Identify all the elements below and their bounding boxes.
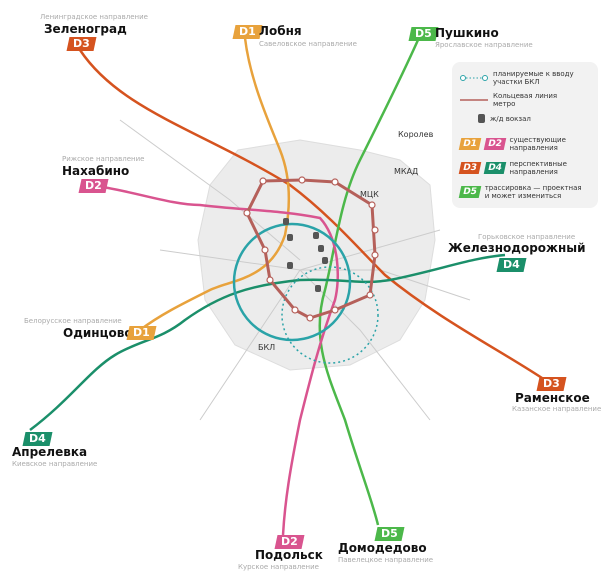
line-d3	[78, 49, 546, 382]
ring-line-icon	[460, 99, 488, 101]
line-d4	[29, 253, 506, 431]
label-mkad: МКАД	[394, 167, 419, 176]
label-bkl: БКЛ	[258, 343, 276, 352]
dotted-line-icon	[460, 75, 488, 81]
rail-station-icons	[283, 218, 328, 292]
mck-stations	[243, 176, 379, 322]
badge-d4: D4	[22, 432, 53, 446]
bkl-line	[232, 222, 352, 342]
line-d1	[139, 37, 291, 332]
legend-bkl-planned: планируемые к вводу участки БКЛ	[460, 70, 588, 86]
legend-ring-line: Кольцевая линия метро	[460, 92, 573, 108]
bkl-planned	[281, 266, 379, 364]
badge-d5: D5	[374, 527, 405, 541]
label-mck: МЦК	[360, 190, 379, 199]
train-icon	[478, 114, 485, 123]
badge-d4: D4	[496, 258, 527, 272]
badge-d3: D3	[66, 37, 97, 51]
legend-route: D5 трассировка — проектная и может измен…	[458, 184, 585, 200]
badge-d3: D3	[536, 377, 567, 391]
legend-station: ж/д вокзал	[478, 114, 531, 123]
badge-d1: D1	[232, 25, 263, 39]
legend: планируемые к вводу участки БКЛ Кольцева…	[452, 62, 598, 208]
line-d2	[89, 183, 339, 536]
badge-d2: D2	[78, 179, 109, 193]
badge-d1: D1	[126, 326, 157, 340]
label-korolev: Королев	[398, 130, 434, 139]
badge-d5: D5	[408, 27, 439, 41]
mkad-area	[197, 139, 436, 371]
badge-d2: D2	[274, 535, 305, 549]
line-d5	[318, 39, 420, 526]
